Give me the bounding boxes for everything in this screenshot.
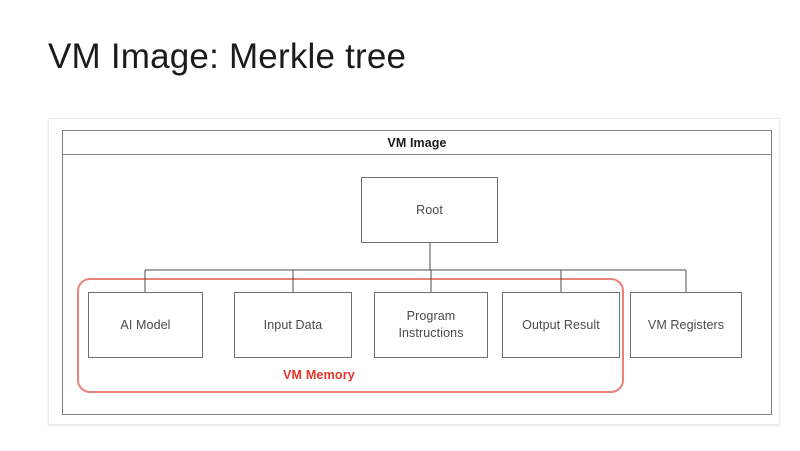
vm-memory-group-outline: [77, 278, 624, 393]
node-ai-model-label: AI Model: [120, 317, 171, 332]
node-ai-model[interactable]: AI Model: [88, 292, 203, 358]
vm-image-header-label: VM Image: [387, 135, 447, 150]
node-output-result[interactable]: Output Result: [502, 292, 620, 358]
vm-memory-label: VM Memory: [283, 368, 355, 382]
vm-image-header: VM Image: [63, 131, 771, 155]
node-root-label: Root: [416, 202, 443, 217]
node-input-data[interactable]: Input Data: [234, 292, 352, 358]
node-root[interactable]: Root: [361, 177, 498, 243]
node-input-data-label: Input Data: [263, 317, 323, 332]
node-output-result-label: Output Result: [522, 317, 600, 332]
page-title: VM Image: Merkle tree: [48, 37, 407, 76]
node-vm-registers-label: VM Registers: [647, 317, 725, 332]
node-vm-registers[interactable]: VM Registers: [630, 292, 742, 358]
